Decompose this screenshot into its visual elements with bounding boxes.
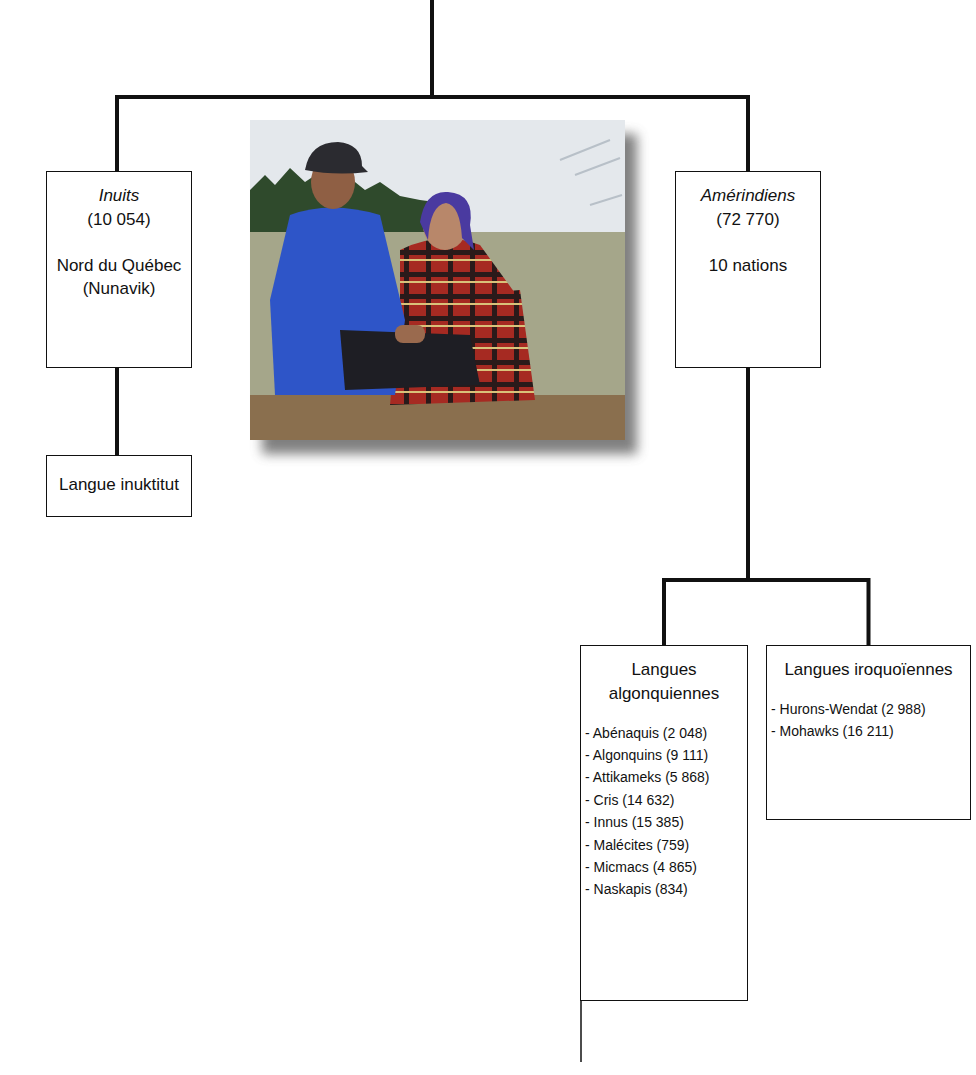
- nation-item: - Algonquins (9 111): [585, 744, 743, 766]
- sky: [250, 120, 625, 440]
- tree-connector: [115, 368, 119, 455]
- cap: [305, 142, 368, 174]
- language-family-box: Langues iroquoïennes - Hurons-Wendat (2 9…: [766, 645, 971, 820]
- head-scarf: [420, 192, 474, 250]
- photo: [250, 120, 625, 440]
- population-count: (72 770): [680, 208, 816, 232]
- shawl: [400, 239, 520, 305]
- nation-item: - Micmacs (4 865): [585, 856, 743, 878]
- language-label: Langue inuktitut: [51, 473, 187, 497]
- nation-item: - Mohawks (16 211): [771, 720, 966, 742]
- branch-line: [746, 95, 750, 171]
- group-title: Inuits: [51, 184, 187, 208]
- group-title: Amérindiens: [680, 184, 816, 208]
- nation-item: - Attikameks (5 868): [585, 766, 743, 788]
- hand: [395, 325, 425, 343]
- branch-line: [115, 95, 119, 171]
- nation-item: - Innus (15 385): [585, 811, 743, 833]
- nation-item: - Naskapis (834): [585, 878, 743, 900]
- group-box: Inuits(10 054) Nord du Québec (Nunavik): [46, 171, 192, 368]
- tree-connector: [748, 368, 869, 645]
- streaks: [560, 140, 622, 205]
- split-line: [115, 95, 750, 99]
- trunk-line: [430, 0, 434, 99]
- tree-connector: [664, 368, 748, 645]
- language-family-box: Langues algonquiennes - Abénaquis (2 048)…: [580, 645, 748, 1001]
- nation-item: - Malécites (759): [585, 834, 743, 856]
- nation-item: - Hurons-Wendat (2 988): [771, 698, 966, 720]
- group-note: 10 nations: [680, 254, 816, 278]
- group-note: Nord du Québec (Nunavik): [51, 254, 187, 302]
- family-title: Langues iroquoïennes: [771, 658, 966, 682]
- nation-item: - Cris (14 632): [585, 789, 743, 811]
- group-box: Amérindiens(72 770) 10 nations: [675, 171, 821, 368]
- group-box: Langue inuktitut: [46, 455, 192, 517]
- family-title: Langues algonquiennes: [585, 658, 743, 706]
- nation-item: - Abénaquis (2 048): [585, 722, 743, 744]
- population-count: (10 054): [51, 208, 187, 232]
